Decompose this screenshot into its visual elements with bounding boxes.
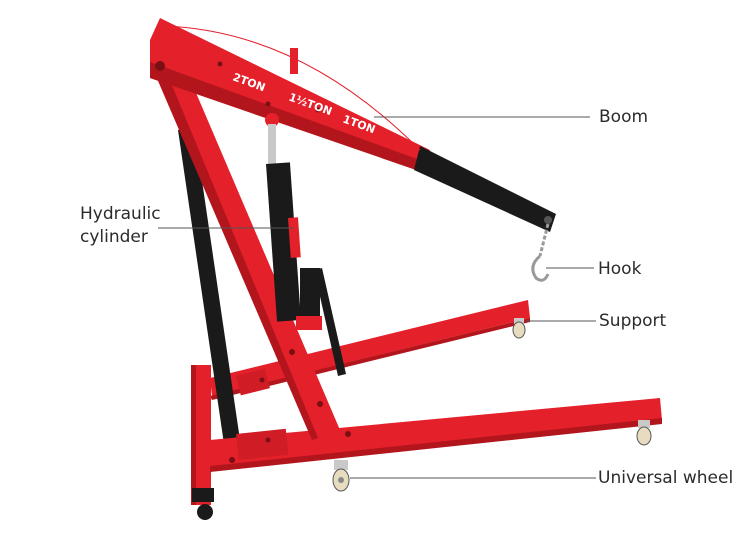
front-wheel-right [636,420,652,446]
mast [150,60,340,440]
rear-support-leg [210,300,530,400]
universal-wheel-part [332,460,350,492]
base-post [191,365,214,520]
hook-part [531,223,550,282]
boom-label: Boom [599,107,649,127]
hook-label: Hook [598,259,642,279]
hydraulic-cylinder-part [265,113,346,376]
support-label: Support [599,311,667,331]
universal-wheel-label: Universal wheel [598,468,734,488]
front-support-leg [210,398,662,472]
hydraulic-cylinder-label-line2: cylinder [80,227,148,247]
rear-wheel [512,318,526,339]
boom-part: 2TON 1½TON 1TON [150,18,556,232]
hydraulic-cylinder-label-line1: Hydraulic [80,204,161,224]
